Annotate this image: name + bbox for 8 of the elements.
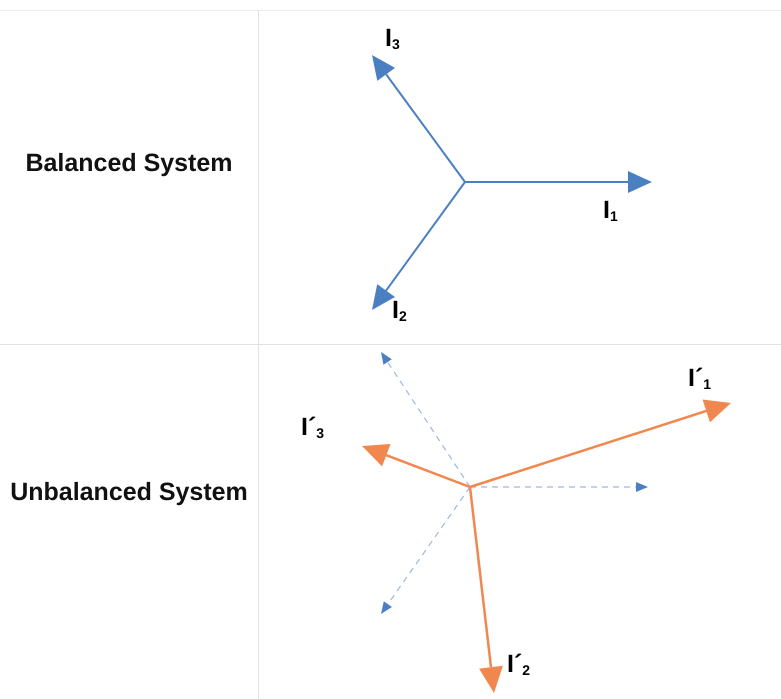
vector-label: I´$_{2}$ [507, 650, 530, 680]
vector-label: I´$_{1}$ [688, 364, 712, 394]
row-heading: Balanced System [24, 148, 234, 179]
vector-label: I$_{1}$ [603, 196, 618, 226]
vector-label: I´$_{3}$ [301, 413, 324, 443]
row-heading: Unbalanced System [9, 477, 249, 508]
vector-label: I$_{3}$ [385, 24, 400, 54]
vector-label: I$_{2}$ [392, 296, 407, 326]
